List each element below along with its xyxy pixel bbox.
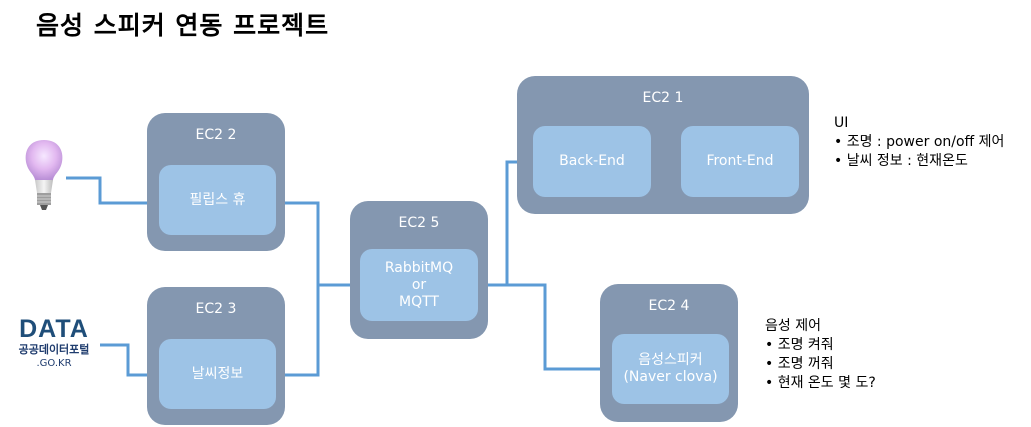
ec2-3-label: EC2 3 (195, 301, 237, 317)
ec2-1-label: EC2 1 (642, 90, 684, 106)
ec2-4-label: EC2 4 (648, 298, 690, 314)
ui-note-item: 날씨 정보 : 현재온도 (834, 152, 1004, 171)
light-bulb-icon (25, 140, 63, 210)
philips-hue-node: 필립스 휴 (159, 165, 276, 235)
ec2-3-box: EC2 3 날씨정보 (147, 287, 285, 425)
weather-node: 날씨정보 (159, 339, 276, 409)
voice-note-item: 조명 꺼줘 (765, 355, 876, 374)
ec2-5-box: EC2 5 RabbitMQ or MQTT (350, 201, 488, 339)
ec2-5-label: EC2 5 (398, 215, 440, 231)
ui-note-item: 조명 : power on/off 제어 (834, 133, 1005, 152)
backend-node: Back-End (533, 126, 651, 197)
ui-notes: UI 조명 : power on/off 제어 날씨 정보 : 현재온도 (834, 114, 1004, 171)
message-queue-node: RabbitMQ or MQTT (360, 249, 478, 321)
voice-speaker-node: 음성스피커 (Naver clova) (612, 334, 729, 404)
data-logo-subtitle: 공공데이터포털 (18, 343, 90, 356)
data-logo-domain: .GO.KR (36, 358, 72, 369)
connector-hue-to-mq (276, 201, 320, 377)
data-portal-logo: DATA 공공데이터포털 .GO.KR (6, 316, 102, 378)
voice-notes: 음성 제어 조명 켜줘 조명 꺼줘 현재 온도 몇 도? (765, 317, 876, 393)
connector-bulb-to-hue (66, 176, 160, 205)
voice-notes-heading: 음성 제어 (765, 318, 821, 334)
page-title: 음성 스피커 연동 프로젝트 (36, 11, 330, 40)
data-logo-text: DATA (19, 315, 89, 343)
ui-notes-heading: UI (834, 115, 849, 131)
connector-data-to-weather (100, 343, 160, 377)
voice-note-item: 현재 온도 몇 도? (765, 374, 876, 393)
ec2-1-box: EC2 1 Back-End Front-End (517, 76, 809, 214)
ec2-2-label: EC2 2 (195, 127, 237, 143)
frontend-node: Front-End (681, 126, 799, 197)
connector-mq-to-speaker (478, 283, 613, 371)
ec2-2-box: EC2 2 필립스 휴 (147, 113, 285, 251)
ec2-4-box: EC2 4 음성스피커 (Naver clova) (600, 284, 738, 422)
voice-note-item: 조명 켜줘 (765, 336, 876, 355)
